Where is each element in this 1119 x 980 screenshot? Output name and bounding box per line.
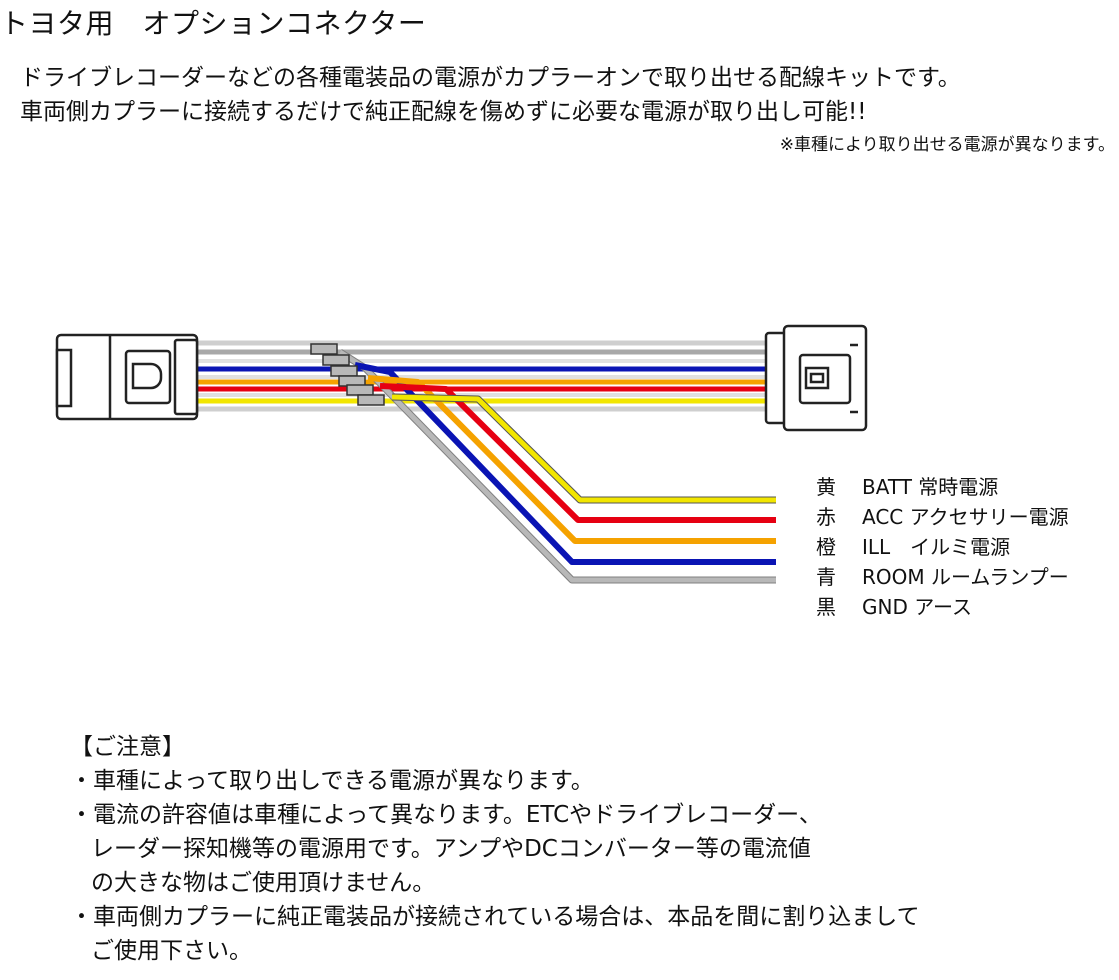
splice-tab bbox=[310, 343, 338, 355]
legend-color-name: 黒 bbox=[816, 595, 836, 619]
legend-desc: ILL イルミ電源 bbox=[862, 535, 1011, 559]
note-item: ・車両側カプラーに純正電装品が接続されている場合は、本品を間に割り込まして bbox=[70, 904, 920, 930]
splice-tabs bbox=[310, 343, 385, 406]
splice-tab bbox=[346, 384, 374, 396]
legend-row-batt: 黄 BATT 常時電源 bbox=[816, 471, 998, 500]
splice-tab bbox=[357, 394, 385, 406]
intro-line-1: ドライブレコーダーなどの各種電装品の電源がカプラーオンで取り出せる配線キットです… bbox=[20, 65, 961, 91]
female-connector-icon bbox=[764, 324, 868, 432]
notes-heading: 【ご注意】 bbox=[70, 734, 185, 760]
page-title: トヨタ用 オプションコネクター bbox=[0, 7, 427, 40]
intro-note: ※車種により取り出せる電源が異なります。 bbox=[779, 135, 1115, 155]
branch-wires bbox=[338, 349, 776, 584]
legend-color-name: 青 bbox=[816, 565, 836, 589]
splice-tab bbox=[322, 354, 350, 366]
branch-wire-gray bbox=[338, 349, 776, 583]
legend-desc: ROOM ルームランプー bbox=[862, 565, 1069, 589]
wiring-diagram bbox=[55, 324, 868, 584]
note-item-cont: ご使用下さい。 bbox=[91, 938, 252, 964]
legend-row-room: 青 ROOM ルームランプー bbox=[816, 561, 1069, 590]
splice-tab bbox=[330, 365, 358, 377]
note-item-cont: レーダー探知機等の電源用です。アンプやDCコンバーター等の電流値 bbox=[91, 836, 811, 862]
note-item: ・電流の許容値は車種によって異なります。ETCやドライブレコーダー、 bbox=[70, 802, 822, 828]
legend-desc: BATT 常時電源 bbox=[862, 475, 999, 499]
legend-color-name: 赤 bbox=[816, 505, 836, 529]
note-item: ・車種によって取り出しできる電源が異なります。 bbox=[70, 768, 594, 794]
intro-line-2: 車両側カプラーに接続するだけで純正配線を傷めずに必要な電源が取り出し可能!! bbox=[20, 99, 867, 125]
caution-notes: 【ご注意】 ・車種によって取り出しできる電源が異なります。 ・電流の許容値は車種… bbox=[70, 730, 920, 968]
male-connector-icon bbox=[55, 333, 199, 421]
legend-row-acc: 赤 ACC アクセサリー電源 bbox=[816, 501, 1069, 530]
legend-color-name: 黄 bbox=[816, 475, 836, 499]
harness-wires bbox=[196, 340, 768, 412]
branch-wire-blue bbox=[354, 362, 776, 565]
legend-row-ill: 橙 ILL イルミ電源 bbox=[816, 531, 1010, 560]
branch-wire-yellow bbox=[391, 394, 776, 503]
legend-desc: ACC アクセサリー電源 bbox=[862, 505, 1069, 529]
legend-color-name: 橙 bbox=[816, 535, 836, 559]
branch-wire-orange bbox=[367, 375, 776, 544]
branch-wire-red bbox=[379, 383, 776, 523]
legend-desc: GND アース bbox=[862, 595, 973, 619]
legend-row-gnd: 黒 GND アース bbox=[816, 591, 972, 620]
note-item-cont: の大きな物はご使用頂けません。 bbox=[91, 870, 436, 896]
